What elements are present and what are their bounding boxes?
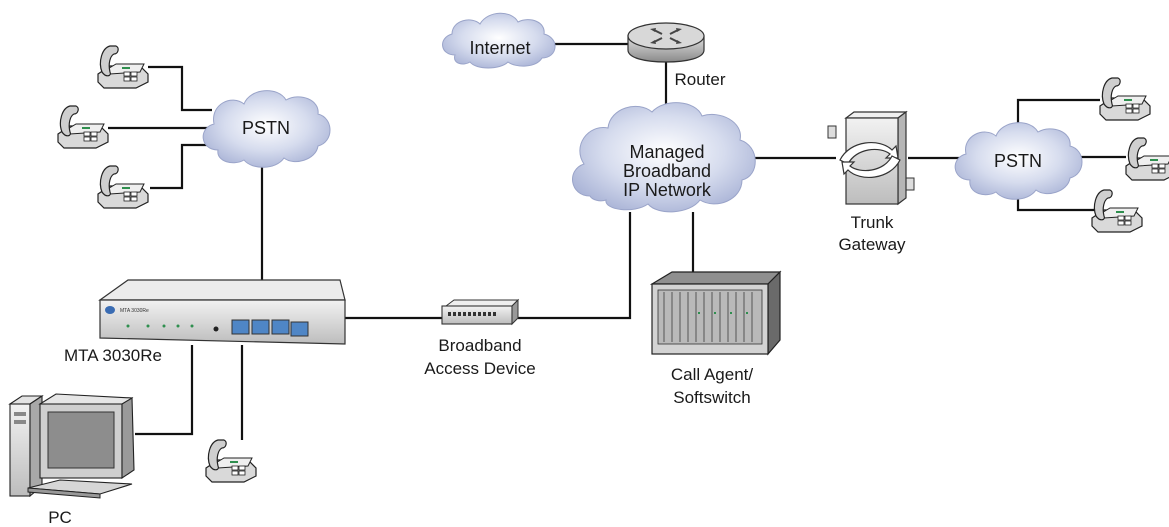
- pstn-right-label: PSTN: [994, 151, 1042, 171]
- network-label-line2: Broadband: [623, 161, 711, 181]
- phone-icon: [97, 45, 149, 89]
- phone-icon: [1091, 189, 1143, 233]
- pstn-left-label: PSTN: [242, 118, 290, 138]
- pc-computer-icon: [8, 393, 135, 499]
- pstn-cloud-right: PSTN: [954, 122, 1083, 200]
- phone-icon: [205, 439, 257, 483]
- trunk-label-line2: Gateway: [838, 235, 906, 254]
- phone-icon: [97, 165, 149, 209]
- mta-label: MTA 3030Re: [64, 346, 162, 365]
- internet-cloud: Internet: [442, 12, 556, 69]
- broadband-label-line2: Access Device: [424, 359, 535, 378]
- phone-icon: [57, 105, 109, 149]
- mta-faceplate-label: MTA 3030Re: [120, 308, 149, 314]
- network-label-line3: IP Network: [623, 180, 712, 200]
- internet-label: Internet: [469, 38, 530, 58]
- router-icon: [627, 22, 705, 63]
- broadband-access-device-icon: [441, 298, 520, 326]
- mta-device-icon: MTA 3030Re: [98, 279, 346, 345]
- phone-icon: [1099, 77, 1151, 121]
- call-agent-label-line1: Call Agent/: [671, 365, 753, 384]
- trunk-label-line1: Trunk: [851, 213, 894, 232]
- pstn-cloud-left: PSTN: [202, 90, 331, 168]
- router-label: Router: [674, 70, 725, 89]
- managed-network-cloud: Managed Broadband IP Network: [572, 102, 756, 213]
- broadband-label-line1: Broadband: [438, 336, 521, 355]
- call-agent-label-line2: Softswitch: [673, 388, 750, 407]
- pc-label: PC: [48, 508, 72, 527]
- network-label-line1: Managed: [629, 142, 704, 162]
- phone-icon: [1125, 137, 1169, 181]
- call-agent-server-icon: [649, 270, 782, 356]
- trunk-gateway-icon: [827, 110, 915, 206]
